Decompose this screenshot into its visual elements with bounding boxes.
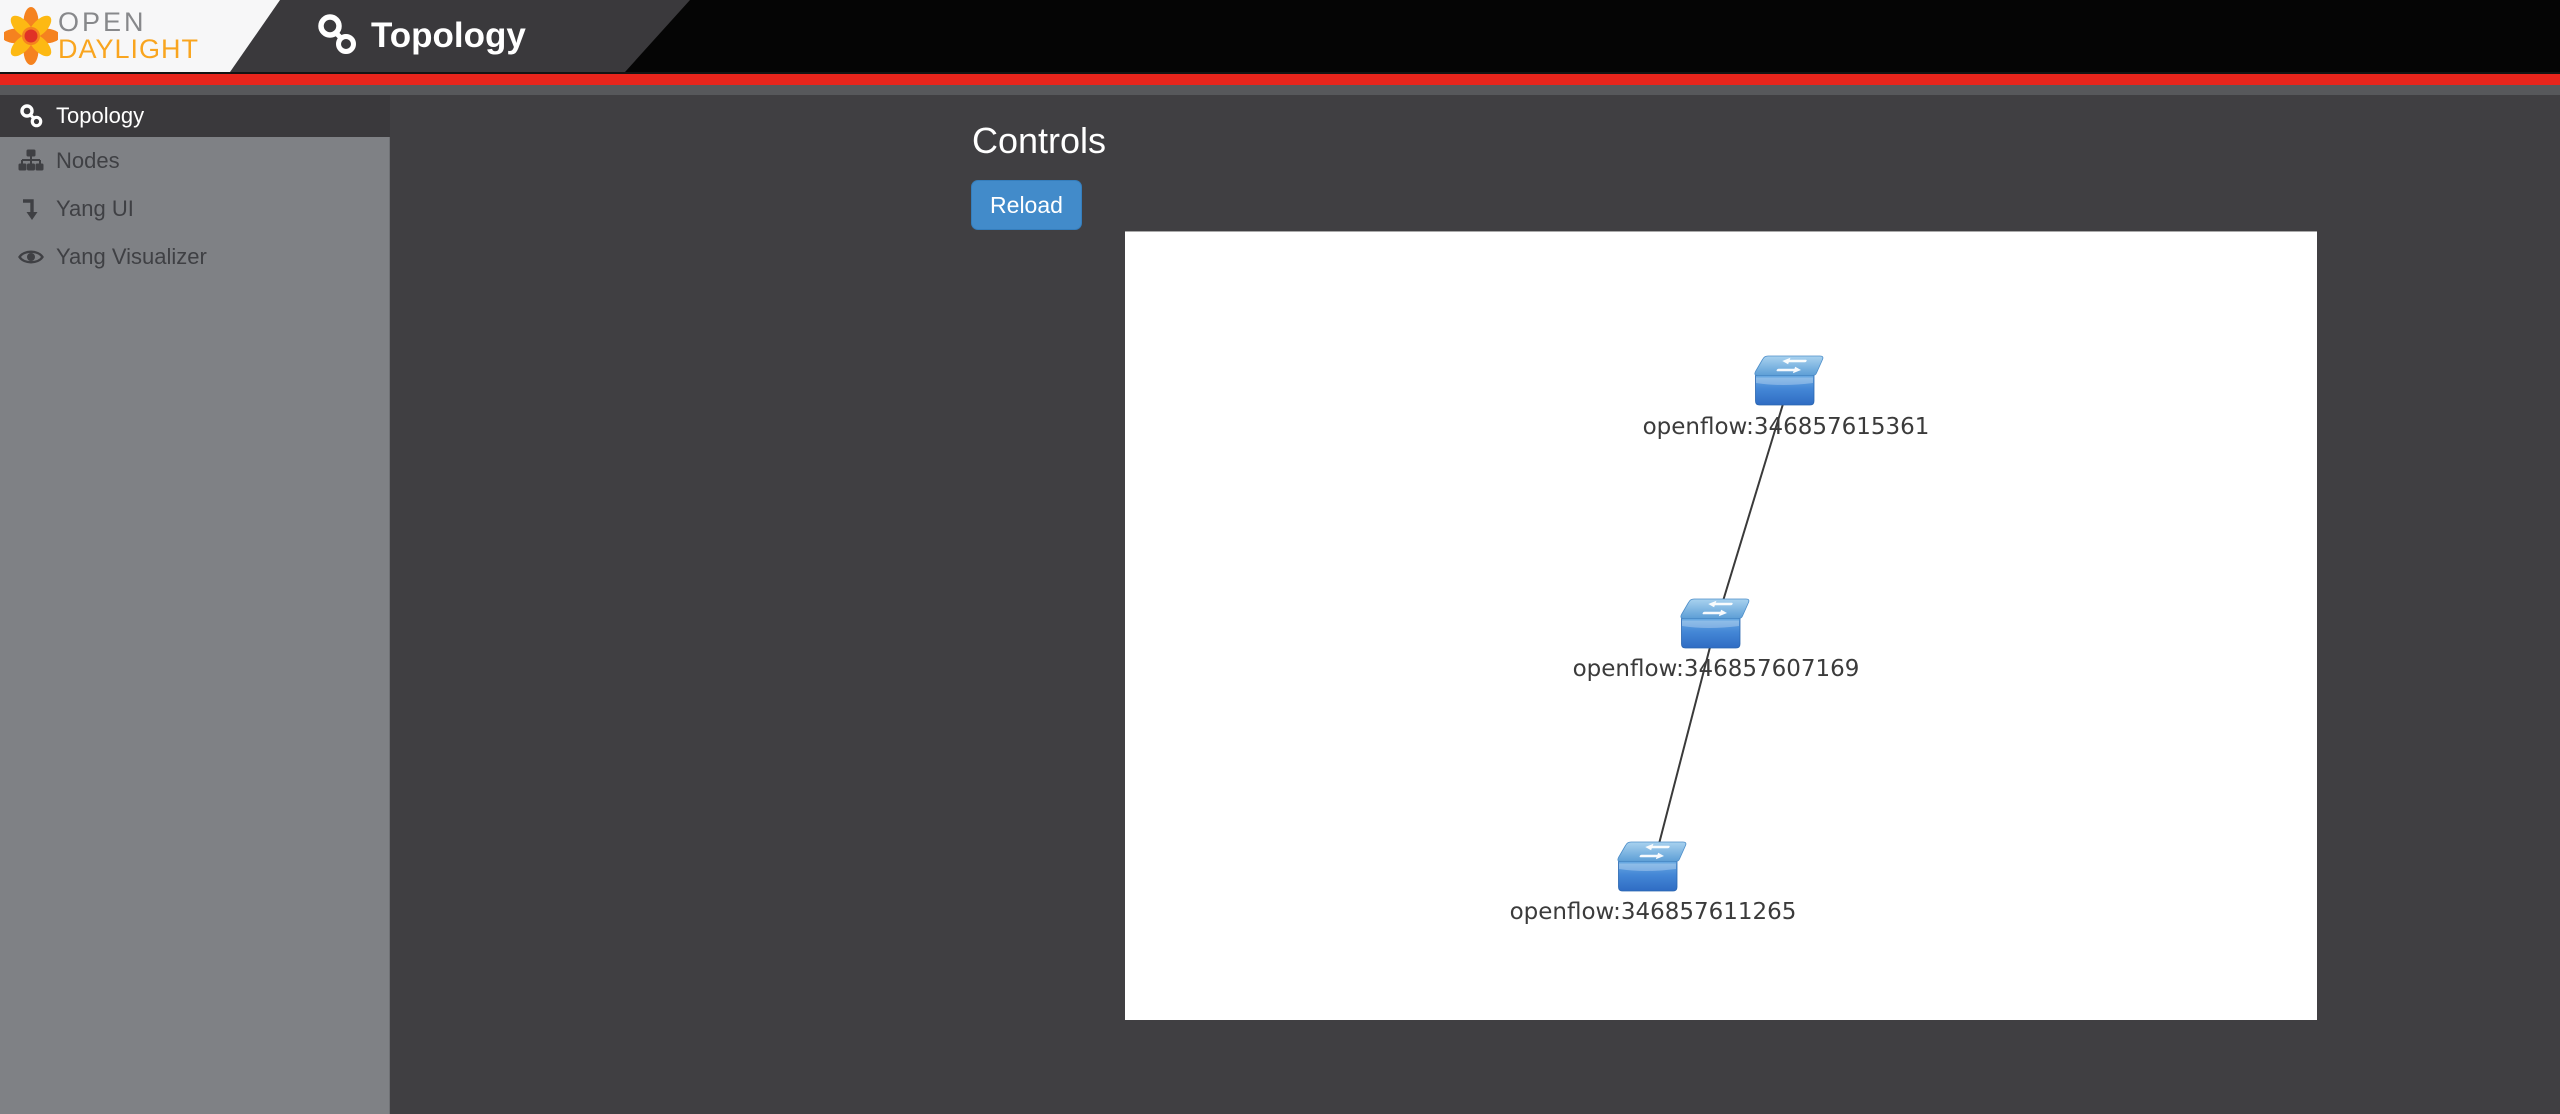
sidebar-item-nodes[interactable]: Nodes <box>0 137 389 185</box>
opendaylight-flower-icon <box>4 7 58 65</box>
accent-red-bar <box>0 72 2560 85</box>
sidebar: Topology Nodes Yang UI <box>0 95 390 1114</box>
eye-icon <box>18 247 44 267</box>
sidebar-item-label: Yang UI <box>56 196 134 221</box>
sitemap-icon <box>18 149 44 173</box>
sidebar-menu: Nodes Yang UI Yang Visualizer <box>0 137 390 1114</box>
sidebar-item-yang-ui[interactable]: Yang UI <box>0 185 389 233</box>
sidebar-item-label: Topology <box>56 103 145 128</box>
app-header: OPEN DAYLIGHT Topology <box>0 0 2560 72</box>
page-title: Topology <box>371 16 526 55</box>
page-title-group: Topology <box>315 0 526 72</box>
topology-link <box>1715 380 1791 625</box>
controls-heading: Controls <box>972 120 1107 161</box>
opendaylight-wordmark: OPEN DAYLIGHT <box>58 9 199 63</box>
topology-node-label[interactable]: openflow:346857611265 <box>1509 899 1797 925</box>
level-down-icon <box>18 197 44 221</box>
sidebar-item-label: Nodes <box>56 148 120 173</box>
sidebar-item-yang-visualizer[interactable]: Yang Visualizer <box>0 233 389 281</box>
opendaylight-logo: OPEN DAYLIGHT <box>0 0 280 72</box>
link-icon <box>18 103 44 129</box>
reload-button[interactable]: Reload <box>971 180 1082 230</box>
topology-node-label[interactable]: openflow:346857615361 <box>1642 414 1930 440</box>
logo-word-daylight: DAYLIGHT <box>58 34 200 64</box>
switch-node-icon[interactable] <box>1753 354 1825 407</box>
logo-word-open: OPEN <box>58 7 147 37</box>
switch-node-icon[interactable] <box>1616 840 1688 893</box>
topology-graph <box>1616 354 1825 893</box>
sidebar-item-label: Yang Visualizer <box>56 244 207 269</box>
sidebar-item-topology[interactable]: Topology <box>0 95 390 137</box>
topology-node-label[interactable]: openflow:346857607169 <box>1572 656 1860 682</box>
topology-link-icon <box>318 14 356 54</box>
switch-node-icon[interactable] <box>1679 597 1751 650</box>
header-divider-strip <box>0 85 2560 95</box>
topology-link <box>1652 623 1717 868</box>
topology-canvas[interactable]: openflow:346857615361 openflow:346857607… <box>1125 231 2317 1020</box>
